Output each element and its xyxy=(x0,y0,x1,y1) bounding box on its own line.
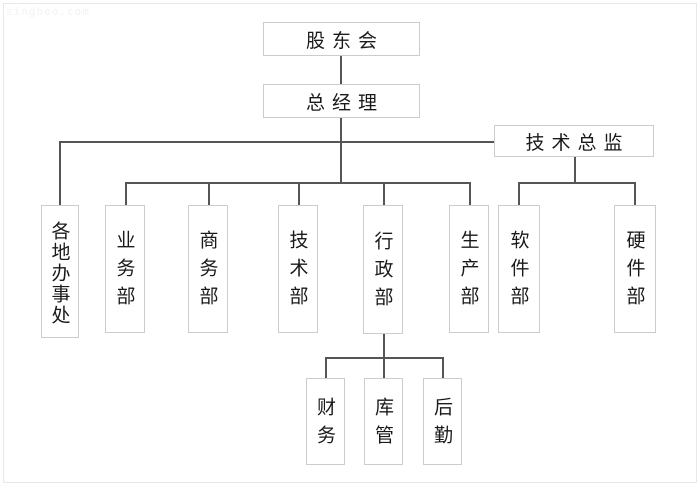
node-technical-director[interactable]: 技术总监 xyxy=(494,125,654,157)
node-shareholders[interactable]: 股东会 xyxy=(263,22,420,56)
watermark: singhoo.com xyxy=(6,5,90,18)
connector-drop-software-dept xyxy=(518,182,520,205)
connector-drop-administration-dept xyxy=(383,182,385,205)
node-hardware-dept[interactable]: 硬件部 xyxy=(614,205,656,333)
connector-shareholders-to-gm xyxy=(340,55,342,84)
node-software-dept[interactable]: 软件部 xyxy=(498,205,540,333)
node-general-manager[interactable]: 总经理 xyxy=(263,84,420,118)
connector-drop-to-department-bus xyxy=(340,141,342,184)
connector-technical-bus xyxy=(518,182,636,184)
node-business-dept[interactable]: 业务部 xyxy=(105,205,145,333)
connector-department-bus xyxy=(125,182,469,184)
node-logistics[interactable]: 后勤 xyxy=(423,378,462,465)
connector-drop-business-dept xyxy=(125,182,127,205)
connector-drop-warehouse xyxy=(383,357,385,378)
node-administration-dept[interactable]: 行政部 xyxy=(363,205,403,334)
connector-gm-stub xyxy=(340,117,342,142)
connector-drop-hardware-dept xyxy=(634,182,636,205)
connector-administration-stub xyxy=(383,334,385,378)
connector-top-bus xyxy=(59,141,583,143)
connector-drop-commerce-dept xyxy=(208,182,210,205)
node-production-dept[interactable]: 生产部 xyxy=(449,205,489,333)
connector-drop-regional-offices xyxy=(59,141,61,205)
node-warehouse[interactable]: 库管 xyxy=(364,378,403,465)
node-commerce-dept[interactable]: 商务部 xyxy=(188,205,228,333)
node-technology-dept[interactable]: 技术部 xyxy=(278,205,318,333)
connector-drop-technology-dept xyxy=(298,182,300,205)
connector-technical-director-stub xyxy=(574,157,576,182)
connector-drop-production-dept xyxy=(469,182,471,205)
connector-drop-logistics xyxy=(442,357,444,378)
connector-drop-finance xyxy=(325,357,327,378)
node-regional-offices[interactable]: 各地办事处 xyxy=(41,205,79,338)
node-finance[interactable]: 财务 xyxy=(306,378,345,465)
